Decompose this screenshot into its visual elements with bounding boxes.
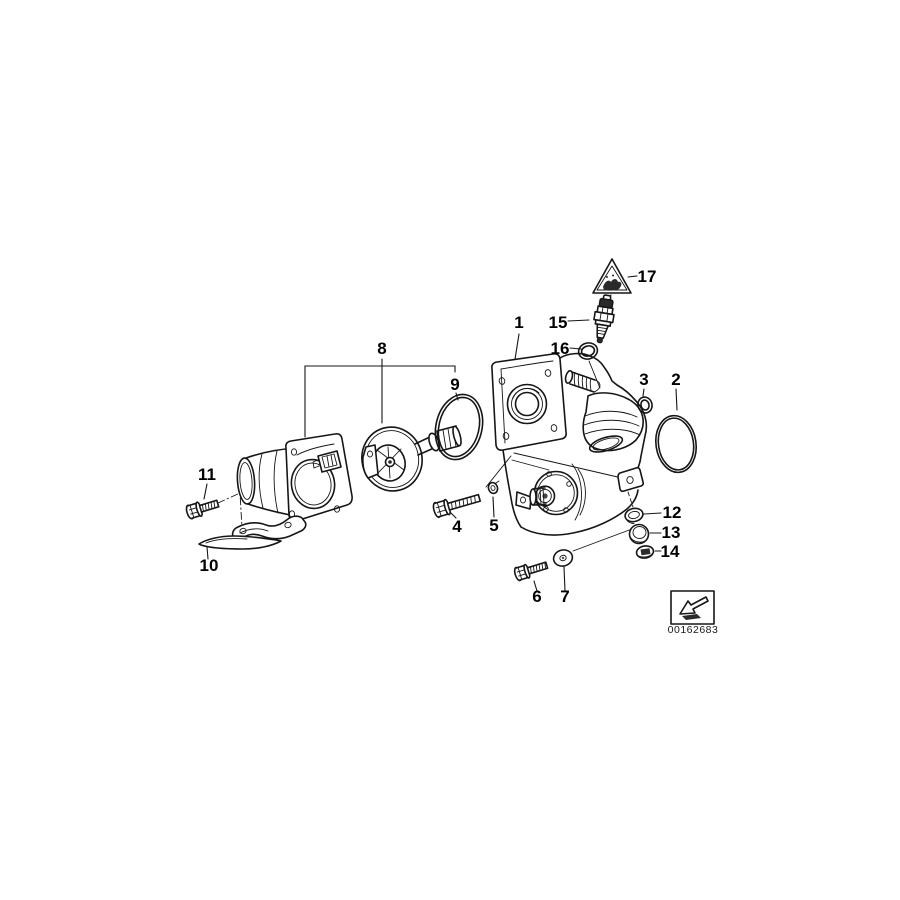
thermostat-clip xyxy=(362,444,379,479)
callout-17[interactable]: 17 xyxy=(638,267,657,286)
svg-text:5: 5 xyxy=(489,516,498,535)
svg-text:16: 16 xyxy=(551,339,570,358)
gasket-ring-9-drawing xyxy=(434,393,484,461)
callouts: 1 2 3 4 5 6 7 8 9 10 11 12 13 14 15 16 1… xyxy=(198,267,681,606)
callout-12[interactable]: 12 xyxy=(663,503,682,522)
svg-text:10: 10 xyxy=(200,556,219,575)
callout-1[interactable]: 1 xyxy=(514,313,523,332)
callout-8[interactable]: 8 xyxy=(377,339,386,358)
bolt-hole xyxy=(333,505,341,513)
callout-3[interactable]: 3 xyxy=(639,370,648,389)
callout-7[interactable]: 7 xyxy=(560,587,569,606)
callout-11[interactable]: 11 xyxy=(198,465,216,484)
o-ring-2-drawing xyxy=(655,414,697,474)
pump-mounting-ear xyxy=(515,491,532,510)
image-stamp: 00162683 xyxy=(668,590,719,636)
svg-text:8: 8 xyxy=(377,339,386,358)
sealing-ring-12-drawing xyxy=(624,507,644,524)
bolt-hole xyxy=(290,448,298,456)
callout-2[interactable]: 2 xyxy=(671,370,680,389)
callout-15[interactable]: 15 xyxy=(549,313,568,332)
thermostat-stem xyxy=(414,425,462,456)
bolt-4-drawing xyxy=(432,493,482,519)
housing-opening xyxy=(290,458,336,510)
svg-text:4: 4 xyxy=(452,517,462,536)
bracket-10-drawing xyxy=(198,515,307,550)
callout-6[interactable]: 6 xyxy=(532,587,541,606)
callout-10[interactable]: 10 xyxy=(200,556,219,575)
thermostat-drawing xyxy=(361,425,462,492)
water-pump-drawing xyxy=(491,352,648,536)
bolt-6-drawing xyxy=(513,561,549,582)
pump-bore xyxy=(506,383,548,425)
svg-text:7: 7 xyxy=(560,587,569,606)
callout-13[interactable]: 13 xyxy=(662,523,681,542)
sealing-ring-3-drawing xyxy=(637,396,653,414)
pump-hub xyxy=(529,470,579,516)
sensor-o-ring-drawing xyxy=(577,342,599,360)
clip-5-drawing xyxy=(487,480,500,495)
callout-14[interactable]: 14 xyxy=(661,542,680,561)
temperature-sensor-drawing xyxy=(593,294,615,344)
svg-text:14: 14 xyxy=(661,542,680,561)
warning-symbol-glyph xyxy=(603,279,622,291)
plug-13-drawing xyxy=(628,523,650,545)
stamp-number: 00162683 xyxy=(668,624,719,636)
svg-text:3: 3 xyxy=(639,370,648,389)
svg-text:1: 1 xyxy=(514,313,523,332)
pump-flange xyxy=(491,353,567,451)
bolt-11-drawing xyxy=(185,499,220,520)
washer-7-drawing xyxy=(552,549,574,567)
nut-14-drawing xyxy=(635,545,655,559)
svg-text:9: 9 xyxy=(450,375,459,394)
svg-text:2: 2 xyxy=(671,370,680,389)
pump-elbow xyxy=(582,392,644,453)
callout-9[interactable]: 9 xyxy=(450,375,459,394)
svg-text:11: 11 xyxy=(198,465,216,484)
svg-text:6: 6 xyxy=(532,587,541,606)
pump-mounting-ear xyxy=(617,466,645,493)
svg-text:12: 12 xyxy=(663,503,682,522)
image-stamp-arrow-icon xyxy=(679,596,709,620)
housing-hose-neck xyxy=(236,447,298,517)
callout-5[interactable]: 5 xyxy=(489,516,498,535)
pump-hose-barb xyxy=(564,370,601,393)
thermostat-housing-drawing xyxy=(236,433,353,522)
callout-4[interactable]: 4 xyxy=(452,517,462,536)
svg-text:13: 13 xyxy=(662,523,681,542)
callout-16[interactable]: 16 xyxy=(551,339,570,358)
svg-text:17: 17 xyxy=(638,267,657,286)
housing-sensor-port xyxy=(312,450,342,473)
warning-triangle-icon xyxy=(592,258,632,294)
svg-text:15: 15 xyxy=(549,313,568,332)
